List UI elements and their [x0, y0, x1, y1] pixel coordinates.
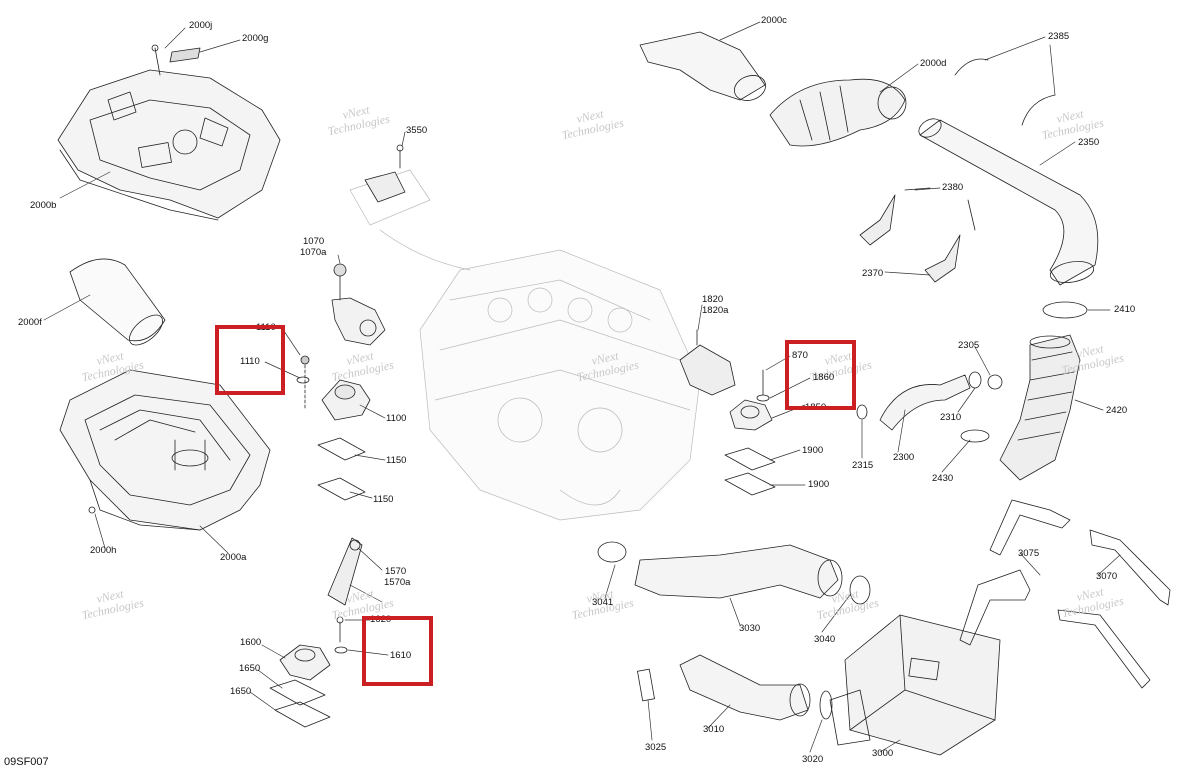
hose-2000f	[69, 258, 166, 346]
part-label: 2000b	[30, 200, 57, 211]
air-box-2000a	[59, 369, 271, 531]
part-label: 1610	[390, 650, 412, 661]
part-label: 1110	[240, 356, 260, 367]
highlight-box-1610	[362, 616, 433, 686]
part-label: 2350	[1078, 137, 1100, 148]
highlight-box-1860	[785, 340, 856, 410]
part-label: 3550	[406, 125, 428, 136]
part-label: 3020	[802, 754, 824, 765]
part-label: 2000a	[220, 552, 247, 563]
part-label: 1070a	[300, 247, 327, 258]
engine-mount-1100	[296, 263, 386, 501]
part-label: 1900	[802, 445, 824, 456]
clamps-2385	[954, 58, 1056, 126]
part-label: 2410	[1114, 304, 1136, 315]
part-label: 2430	[932, 473, 954, 484]
part-label: 2000c	[761, 15, 787, 26]
part-label: 1820	[702, 294, 724, 305]
part-label: 870	[792, 350, 808, 361]
highlight-box-1110	[215, 325, 285, 395]
intake-duct-2000c	[639, 31, 766, 101]
clamp-2410	[1042, 301, 1088, 319]
brackets-3075-3070	[959, 499, 1171, 689]
hose-2420	[999, 334, 1081, 481]
part-label: 1600	[240, 637, 262, 648]
hose-2300	[856, 371, 1003, 443]
intake-hose-2000d	[769, 78, 907, 147]
part-label: 2000f	[18, 317, 42, 328]
part-label: 1570a	[384, 577, 411, 588]
part-label: 3000	[872, 748, 894, 759]
part-label: 1570	[385, 566, 407, 577]
part-label: 1820a	[702, 305, 729, 316]
part-label: 2305	[958, 340, 980, 351]
part-label: 3025	[645, 742, 667, 753]
part-label: 2370	[862, 268, 884, 279]
part-label: 3030	[739, 623, 761, 634]
bracket-1820	[679, 329, 776, 496]
part-label: 1650	[230, 686, 252, 697]
part-label: 1860	[813, 372, 835, 383]
part-label: 3075	[1018, 548, 1040, 559]
part-label: 2310	[940, 412, 962, 423]
part-label: 2300	[893, 452, 915, 463]
brackets-2370	[859, 187, 976, 283]
part-label: 1150	[386, 455, 407, 466]
hose-3030	[597, 541, 871, 605]
part-label: 2315	[852, 460, 874, 471]
part-label: 1100	[386, 413, 407, 424]
engine-ghost	[349, 169, 701, 521]
part-label: 1650	[239, 663, 261, 674]
part-label: 2000j	[189, 20, 213, 31]
part-label: 2420	[1106, 405, 1128, 416]
tube-2350	[918, 118, 1099, 286]
part-label: 1070	[303, 236, 325, 247]
intercooler-3000	[829, 614, 1001, 756]
engine-mount-1600	[269, 537, 363, 728]
part-label: 2380	[942, 182, 964, 193]
part-label: 2000g	[242, 33, 269, 44]
module-3550	[364, 144, 406, 203]
hose-3010	[637, 654, 833, 721]
part-label: 3070	[1096, 571, 1118, 582]
part-label: 3010	[703, 724, 725, 735]
part-label: 1900	[808, 479, 830, 490]
top-cover-2000b	[57, 44, 281, 221]
leader-lines	[43, 21, 1121, 753]
part-label: 3040	[814, 634, 836, 645]
part-label: 2385	[1048, 31, 1070, 42]
part-label: 1150	[373, 494, 394, 505]
part-label: 2000d	[920, 58, 947, 69]
part-label: 3041	[592, 597, 614, 608]
part-label: 2000h	[90, 545, 117, 556]
diagram-code: 09SF007	[4, 756, 49, 768]
